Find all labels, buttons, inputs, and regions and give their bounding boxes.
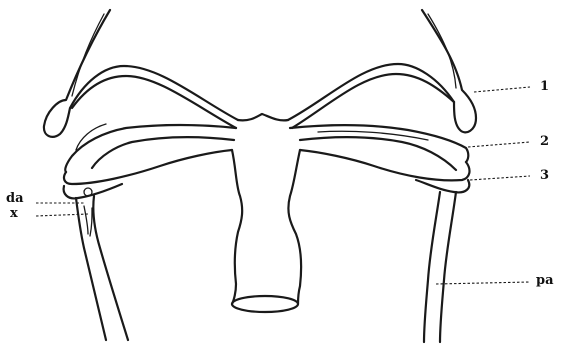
right-vessel-outer — [424, 192, 440, 342]
label-2: 2 — [540, 135, 549, 148]
upper-arch-left-lower — [72, 76, 236, 128]
label-1: 1 — [540, 80, 549, 93]
left-vessel-outer — [76, 198, 106, 340]
label-pa: pa — [536, 274, 554, 287]
arch-3-right-bottom — [416, 180, 469, 192]
left-vessel-inner — [93, 196, 128, 340]
arch-2-left — [65, 125, 236, 172]
arch-2-right — [290, 125, 468, 162]
leader-x — [36, 214, 88, 216]
leader-3 — [470, 176, 530, 180]
trunk-opening — [232, 296, 298, 312]
right-vessel-inner — [440, 192, 456, 342]
arch-3-left-bottom — [64, 184, 122, 198]
upper-arch-left — [44, 10, 238, 137]
label-da: da — [6, 192, 24, 205]
leader-1 — [474, 87, 530, 92]
label-3: 3 — [540, 169, 549, 182]
arch-3-right — [300, 150, 469, 180]
trunk-left-side — [232, 150, 242, 304]
arch-2-left-fold — [76, 124, 106, 150]
label-x: x — [10, 207, 18, 220]
leader-pa — [436, 282, 530, 284]
left-vessel-branch — [84, 206, 92, 236]
trunk-top — [238, 114, 288, 120]
arch-3-left — [64, 150, 232, 184]
upper-arch-right-lower — [292, 74, 454, 128]
trunk-right-side — [288, 150, 301, 304]
vessel-dot — [84, 188, 92, 196]
leader-2 — [468, 142, 530, 147]
upper-arch-right — [288, 10, 476, 132]
